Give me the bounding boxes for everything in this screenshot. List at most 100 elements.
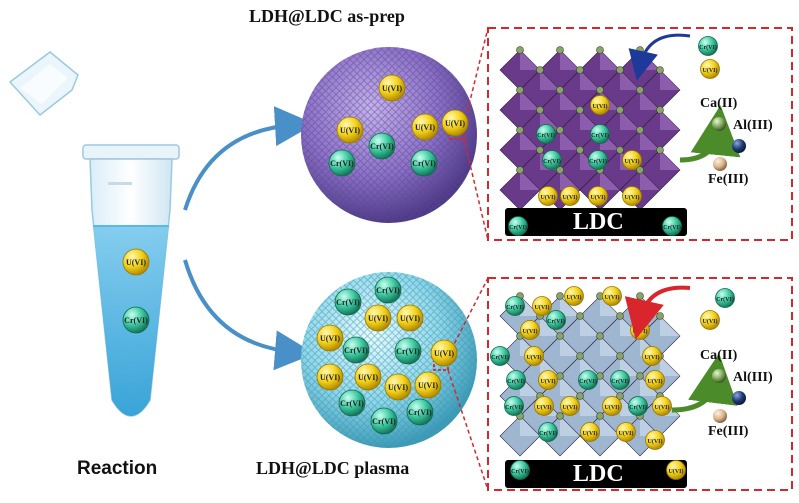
title-plasma: LDH@LDC plasma (256, 458, 410, 478)
octahedron-facet (580, 316, 600, 336)
lattice-node (516, 126, 524, 134)
uranium-ion-ball: U(VI) (602, 286, 622, 306)
uranium-ion-label: U(VI) (320, 373, 340, 382)
release-arrow-asprep (679, 105, 741, 163)
iron-ball-plasma (713, 409, 727, 423)
lattice-node (536, 146, 544, 154)
ldc-bar-asprep (505, 208, 687, 236)
chromium-ion-label: Cr(VI) (340, 399, 364, 408)
aluminium-ball-asprep (732, 139, 746, 153)
title-reaction: Reaction (77, 458, 158, 479)
uranium-ion-ball: U(VI) (642, 346, 662, 366)
uranium-ion-ball: U(VI) (602, 396, 622, 416)
octahedron-facet (660, 70, 680, 90)
lattice-node (576, 352, 584, 360)
uranium-ion-ball: U(VI) (645, 430, 665, 450)
chromium-ion-label: Cr(VI) (591, 132, 609, 139)
uranium-ion-ball: U(VI) (534, 396, 554, 416)
octahedron-facet (580, 110, 600, 130)
lattice-node (616, 392, 624, 400)
uranium-ion-label: U(VI) (527, 354, 542, 361)
chromium-ion-ball: Cr(VI) (506, 370, 526, 390)
octahedron-facet (560, 336, 580, 356)
chromium-ion-label: Cr(VI) (629, 404, 647, 411)
uranium-ion-label: U(VI) (400, 314, 420, 323)
uranium-ion-label: U(VI) (625, 194, 640, 201)
chromium-ion-ball: Cr(VI) (374, 276, 402, 304)
iron-label-plasma: Fe(III) (708, 424, 749, 439)
uranium-ion-label: U(VI) (567, 294, 582, 301)
chromium-ion-ball: Cr(VI) (122, 306, 150, 334)
lattice-node (556, 332, 564, 340)
chromium-ion-label: Cr(VI) (611, 378, 629, 385)
octahedron-facet (640, 170, 660, 190)
uranium-ion-ball: U(VI) (630, 320, 650, 340)
chromium-ion-ball: Cr(VI) (334, 288, 362, 316)
uranium-ion-label: U(VI) (537, 404, 552, 411)
lattice-node (616, 352, 624, 360)
lattice-node (596, 86, 604, 94)
lattice-node (536, 66, 544, 74)
chromium-ion-ball: Cr(VI) (588, 150, 608, 170)
aluminium-ball-plasma (732, 391, 746, 405)
chromium-ion-ball: Cr(VI) (715, 288, 735, 308)
lattice-node (596, 412, 604, 420)
chromium-ion-label: Cr(VI) (509, 224, 527, 231)
chromium-ion-label: Cr(VI) (491, 354, 509, 361)
chromium-ion-ball: Cr(VI) (394, 337, 422, 365)
chromium-ion-ball: Cr(VI) (538, 422, 558, 442)
octahedron-facet (600, 376, 620, 396)
chromium-ion-label: Cr(VI) (370, 142, 394, 151)
octahedron-facet (560, 170, 580, 190)
uranium-ion-ball: U(VI) (378, 74, 406, 102)
uranium-ion-label: U(VI) (368, 314, 388, 323)
chromium-ion-ball: Cr(VI) (546, 310, 566, 330)
uranium-ion-ball: U(VI) (538, 370, 558, 390)
uranium-ion-label: U(VI) (563, 404, 578, 411)
octahedron-facet (580, 396, 600, 416)
chromium-ion-ball: Cr(VI) (698, 36, 718, 56)
chromium-ion-label: Cr(VI) (330, 159, 354, 168)
chromium-ion-label: Cr(VI) (699, 44, 717, 51)
octahedron-facet (660, 316, 680, 336)
octahedron-facet (600, 50, 620, 70)
uranium-ion-ball: U(VI) (622, 150, 642, 170)
uranium-ion-label: U(VI) (645, 354, 660, 361)
uranium-ion-ball: U(VI) (564, 286, 584, 306)
octahedron-facet (520, 130, 540, 150)
uranium-ion-ball: U(VI) (396, 304, 424, 332)
chromium-ion-ball: Cr(VI) (342, 336, 370, 364)
octahedron-facet (520, 50, 540, 70)
lattice-node (616, 146, 624, 154)
uranium-ion-ball: U(VI) (384, 373, 412, 401)
uranium-ion-label: U(VI) (415, 123, 435, 132)
lattice-node (616, 66, 624, 74)
lattice-node (636, 46, 644, 54)
chromium-ion-label: Cr(VI) (506, 304, 524, 311)
uranium-ion-label: U(VI) (535, 304, 550, 311)
lattice-node (556, 292, 564, 300)
lattice-node (556, 126, 564, 134)
octahedral-lattice-asprep (499, 46, 681, 211)
zoom-line-asprep-bottom (463, 138, 489, 241)
chromium-ion-ball: Cr(VI) (628, 396, 648, 416)
lattice-node (656, 106, 664, 114)
uranium-ion-ball: U(VI) (622, 186, 642, 206)
uranium-ion-ball: U(VI) (560, 396, 580, 416)
chromium-ion-label: Cr(VI) (511, 468, 529, 475)
uranium-ion-label: U(VI) (388, 383, 408, 392)
uranium-ion-label: U(VI) (703, 67, 718, 74)
uranium-ion-label: U(VI) (583, 430, 598, 437)
lattice-node (576, 312, 584, 320)
chromium-ion-ball: Cr(VI) (368, 132, 396, 160)
uranium-ion-ball: U(VI) (588, 186, 608, 206)
octahedron-facet (620, 110, 640, 130)
lattice-node (576, 106, 584, 114)
calcium-ball-plasma (712, 369, 726, 383)
lattice-node (516, 86, 524, 94)
chromium-ion-label: Cr(VI) (336, 298, 360, 307)
octahedron-facet (520, 170, 540, 190)
uranium-ion-ball: U(VI) (524, 346, 544, 366)
chromium-ion-ball: Cr(VI) (490, 346, 510, 366)
chromium-ion-ball: Cr(VI) (542, 150, 562, 170)
